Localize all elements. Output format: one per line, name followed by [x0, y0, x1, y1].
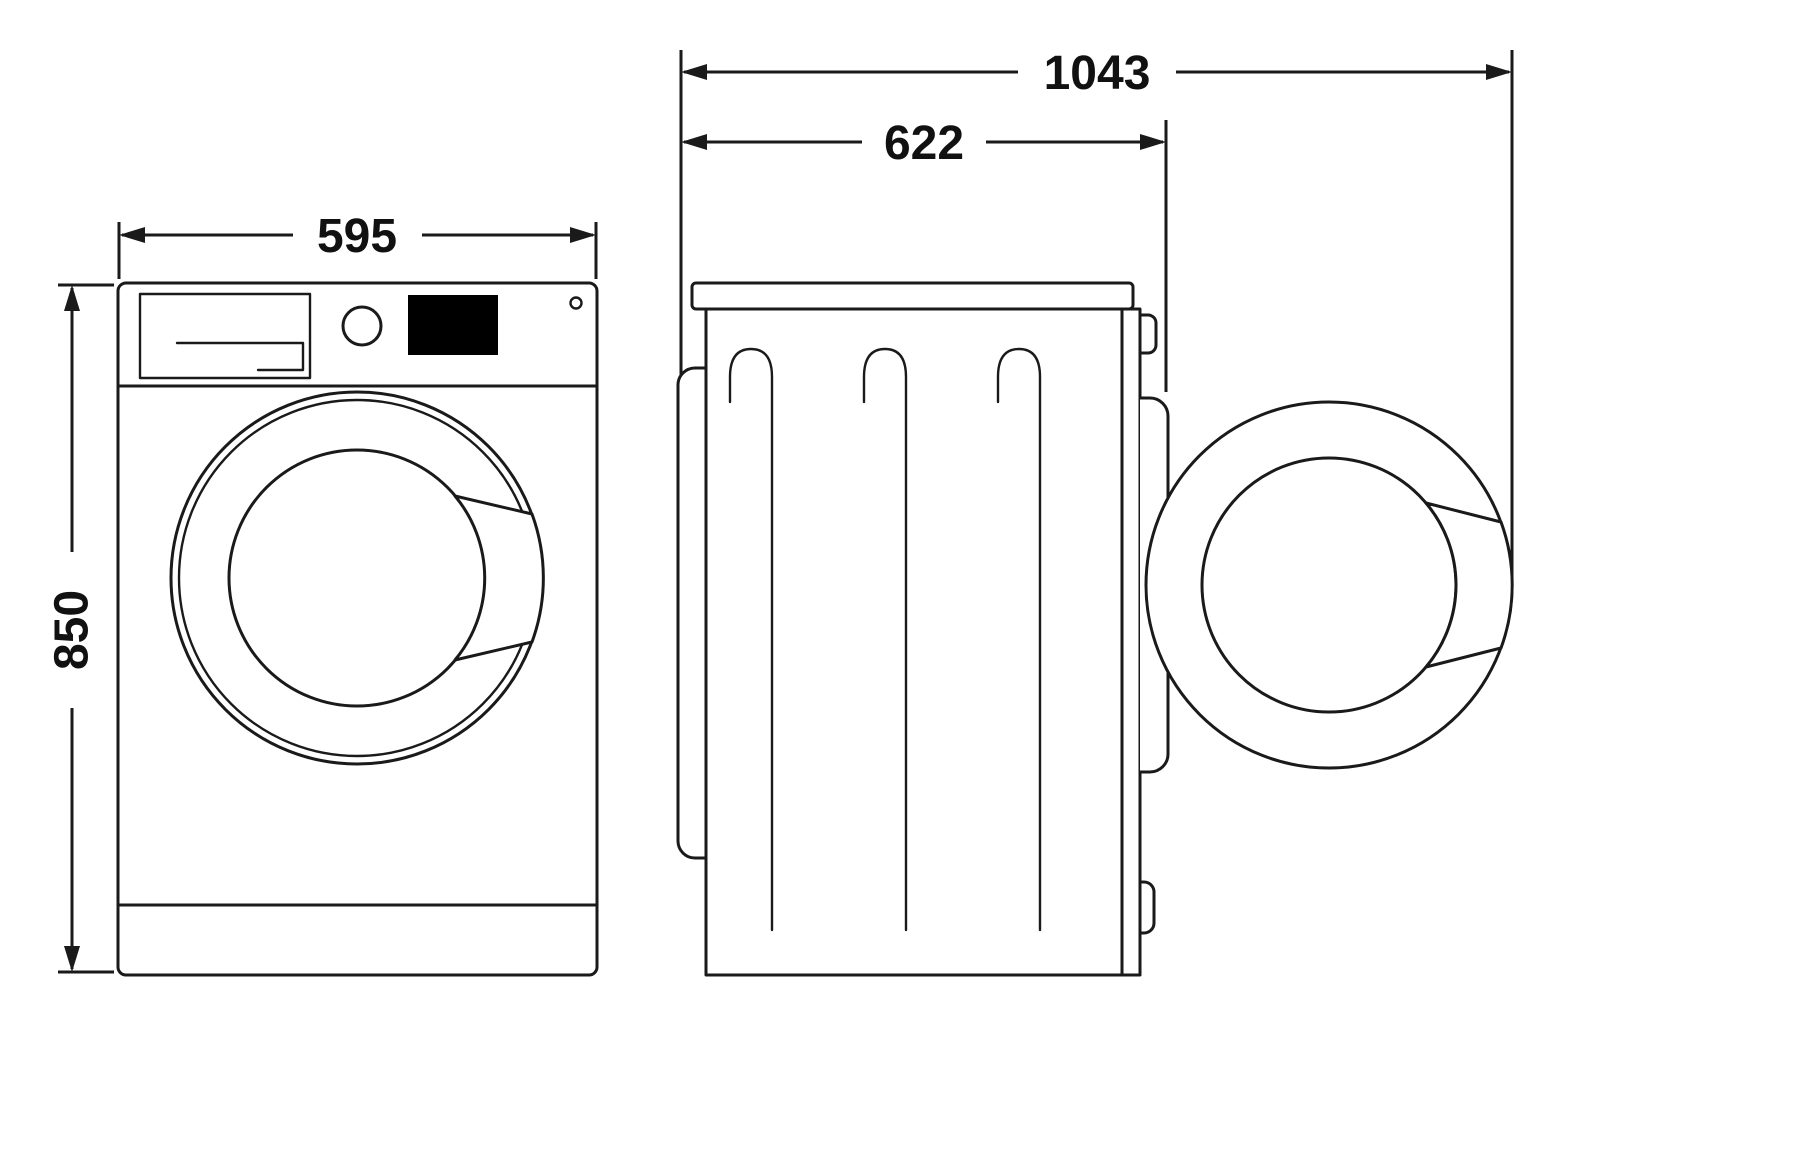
- side-back-panel: [676, 366, 708, 860]
- open-door-glass: [1200, 456, 1458, 714]
- width-label: 595: [317, 210, 397, 263]
- depth-open-label: 1043: [1044, 47, 1151, 100]
- dimension-depth-door-open: 1043: [679, 47, 1514, 578]
- height-arrow-top: [64, 285, 80, 311]
- depth-arrow-right: [1140, 134, 1166, 150]
- front-view: [116, 281, 599, 977]
- height-arrow-bottom: [64, 946, 80, 972]
- side-groove-1: [728, 347, 774, 932]
- detergent-drawer-handle: [175, 341, 305, 372]
- depth-open-arrow-left: [681, 64, 707, 80]
- dimension-width: 595: [117, 210, 598, 279]
- side-hinge-top: [1138, 313, 1158, 355]
- depth-open-arrow-right: [1486, 64, 1512, 80]
- front-door-handle: [453, 494, 545, 662]
- program-knob: [341, 305, 383, 347]
- power-button: [569, 296, 583, 310]
- depth-label: 622: [884, 117, 964, 170]
- dimension-depth: 622: [681, 117, 1168, 392]
- width-arrow-left: [119, 227, 145, 243]
- dimension-height: 850: [46, 283, 114, 974]
- side-view: [676, 281, 1514, 977]
- detergent-drawer: [138, 292, 312, 380]
- side-groove-3: [996, 347, 1042, 932]
- side-groove-2: [862, 347, 908, 932]
- depth-arrow-left: [681, 134, 707, 150]
- side-body: [704, 307, 1142, 977]
- side-hinge-bottom: [1138, 880, 1156, 935]
- display-screen: [408, 295, 498, 355]
- height-label: 850: [46, 590, 99, 670]
- side-top-lid: [690, 281, 1135, 311]
- front-body: [116, 281, 599, 977]
- width-arrow-right: [570, 227, 596, 243]
